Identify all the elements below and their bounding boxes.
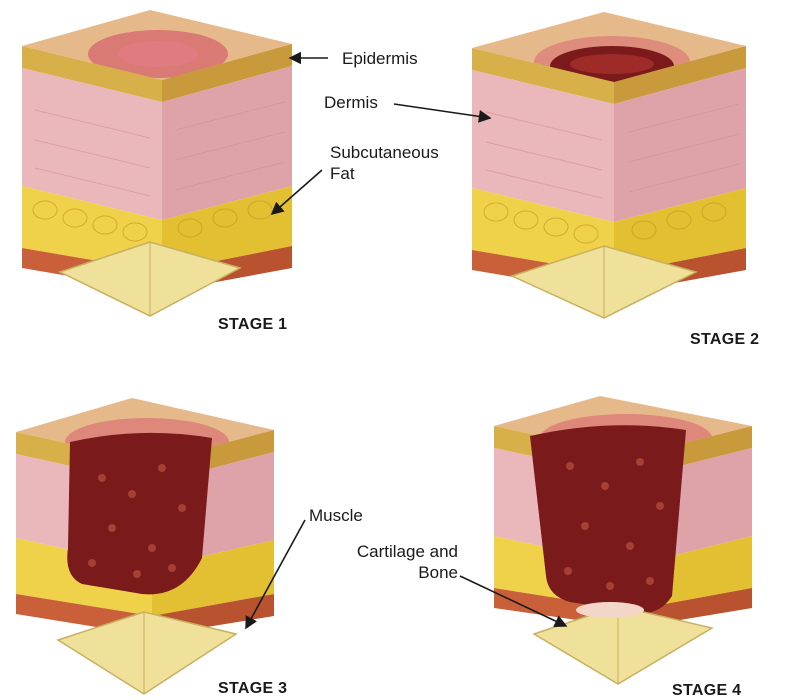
stage-1-skin-block: [10, 10, 300, 320]
stage-2-title: STAGE 2: [690, 331, 759, 349]
stage-4-skin-block: [490, 396, 760, 686]
stage-3-skin-block: [12, 398, 282, 698]
dermis-label: Dermis: [324, 92, 378, 113]
subcutaneous-fat-label: Subcutaneous Fat: [330, 142, 439, 184]
muscle-label: Muscle: [309, 505, 363, 526]
stage-3-deep-wound: [67, 433, 212, 595]
stage-2-skin-block: [464, 12, 754, 322]
stage-1-title: STAGE 1: [218, 316, 287, 334]
epidermis-label: Epidermis: [342, 48, 418, 69]
cartilage-bone-label: Cartilage and Bone: [330, 541, 458, 583]
stage-3-title: STAGE 3: [218, 680, 287, 698]
stage-4-title: STAGE 4: [672, 682, 741, 700]
